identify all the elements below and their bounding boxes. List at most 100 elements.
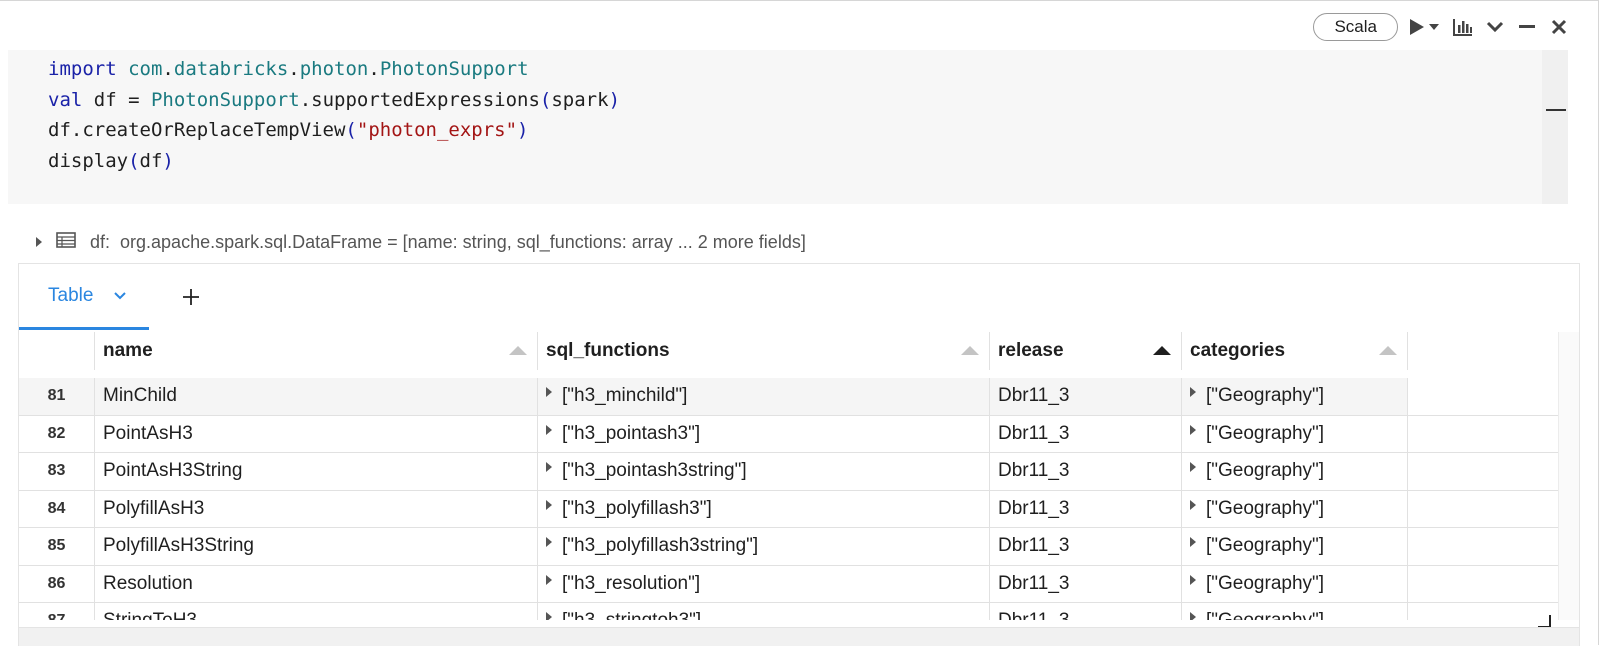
cell-name: Resolution xyxy=(95,565,538,602)
column-header-release[interactable]: release xyxy=(990,332,1182,370)
expand-array-icon[interactable] xyxy=(1190,387,1196,398)
header-filler xyxy=(1408,332,1559,370)
cell-release: Dbr11_3 xyxy=(990,565,1182,602)
row-filler xyxy=(1408,603,1559,620)
cell-release: Dbr11_3 xyxy=(990,603,1182,620)
cell-categories[interactable]: ["Geography"] xyxy=(1182,603,1408,620)
editor-scrollbar[interactable] xyxy=(1542,50,1568,204)
row-index: 82 xyxy=(19,415,95,452)
cell-sql-functions[interactable]: ["h3_stringtoh3"] xyxy=(538,603,990,620)
plus-icon xyxy=(183,289,199,305)
table-row[interactable]: 87StringToH3["h3_stringtoh3"]Dbr11_3["Ge… xyxy=(19,603,1559,620)
cell-categories[interactable]: ["Geography"] xyxy=(1182,565,1408,602)
column-header-categories[interactable]: categories xyxy=(1182,332,1408,370)
horizontal-scrollbar[interactable] xyxy=(19,627,1579,646)
expand-array-icon[interactable] xyxy=(546,462,552,473)
cell-sql-functions[interactable]: ["h3_resolution"] xyxy=(538,565,990,602)
cell-categories[interactable]: ["Geography"] xyxy=(1182,415,1408,452)
sort-icon[interactable] xyxy=(961,346,979,355)
cell-categories[interactable]: ["Geography"] xyxy=(1182,378,1408,415)
dataframe-description: org.apache.spark.sql.DataFrame = [name: … xyxy=(120,231,806,252)
sort-ascending-icon[interactable] xyxy=(1153,346,1171,355)
expand-array-icon[interactable] xyxy=(1190,612,1196,620)
row-index: 83 xyxy=(19,453,95,490)
code-line[interactable]: display(df) xyxy=(48,149,174,172)
cell-release: Dbr11_3 xyxy=(990,453,1182,490)
chevron-down-icon[interactable] xyxy=(113,285,127,307)
cell-sql-functions[interactable]: ["h3_pointash3string"] xyxy=(538,453,990,490)
cell-toolbar: Scala xyxy=(1313,13,1570,41)
expand-array-icon[interactable] xyxy=(1190,462,1196,473)
cell-name: MinChild xyxy=(95,378,538,415)
row-index: 87 xyxy=(19,603,95,620)
row-index: 81 xyxy=(19,378,95,415)
cell-release: Dbr11_3 xyxy=(990,490,1182,527)
tab-table[interactable]: Table xyxy=(19,264,149,330)
row-filler xyxy=(1408,565,1559,602)
row-index: 86 xyxy=(19,565,95,602)
cell-sql-functions[interactable]: ["h3_pointash3"] xyxy=(538,415,990,452)
run-icon[interactable] xyxy=(1408,16,1442,38)
cell-categories[interactable]: ["Geography"] xyxy=(1182,490,1408,527)
vertical-scrollbar[interactable] xyxy=(1558,332,1579,620)
row-index: 84 xyxy=(19,490,95,527)
cell-categories[interactable]: ["Geography"] xyxy=(1182,453,1408,490)
column-header-sql-functions[interactable]: sql_functions xyxy=(538,332,990,370)
expand-array-icon[interactable] xyxy=(546,387,552,398)
expand-array-icon[interactable] xyxy=(546,424,552,435)
expand-array-icon[interactable] xyxy=(546,574,552,585)
expand-array-icon[interactable] xyxy=(546,612,552,620)
cell-sql-functions[interactable]: ["h3_polyfillash3"] xyxy=(538,490,990,527)
expand-array-icon[interactable] xyxy=(1190,499,1196,510)
row-filler xyxy=(1408,528,1559,565)
sort-icon[interactable] xyxy=(509,346,527,355)
cell-sql-functions[interactable]: ["h3_minchild"] xyxy=(538,378,990,415)
results-table: name sql_functions release categories xyxy=(19,332,1559,620)
row-filler xyxy=(1408,415,1559,452)
sort-icon[interactable] xyxy=(1379,346,1397,355)
cell-name: PointAsH3String xyxy=(95,453,538,490)
dataframe-schema: df: org.apache.spark.sql.DataFrame = [na… xyxy=(36,229,806,255)
tab-table-label: Table xyxy=(48,284,94,306)
expand-array-icon[interactable] xyxy=(1190,537,1196,548)
code-line[interactable]: df.createOrReplaceTempView("photon_exprs… xyxy=(48,119,529,141)
results-panel: Table name sql_functions xyxy=(18,263,1580,646)
expand-schema-icon[interactable] xyxy=(36,237,42,247)
cell-name: PolyfillAsH3String xyxy=(95,528,538,565)
code-text[interactable]: import com.databricks.photon.PhotonSuppo… xyxy=(48,54,620,176)
cell-name: StringToH3 xyxy=(95,603,538,620)
cell-sql-functions[interactable]: ["h3_polyfillash3string"] xyxy=(538,528,990,565)
chart-icon[interactable] xyxy=(1452,16,1474,38)
code-line[interactable]: val df = PhotonSupport.supportedExpressi… xyxy=(48,88,621,111)
column-header-name[interactable]: name xyxy=(95,332,538,370)
cell-release: Dbr11_3 xyxy=(990,378,1182,415)
close-icon[interactable] xyxy=(1548,16,1570,38)
add-visualization-button[interactable] xyxy=(179,285,203,309)
expand-array-icon[interactable] xyxy=(546,537,552,548)
minimize-icon[interactable] xyxy=(1516,16,1538,38)
row-filler xyxy=(1408,378,1559,415)
expand-array-icon[interactable] xyxy=(1190,574,1196,585)
table-header: name sql_functions release categories xyxy=(19,332,1559,371)
collapse-chevron-icon[interactable] xyxy=(1484,16,1506,38)
expand-array-icon[interactable] xyxy=(1190,424,1196,435)
language-selector[interactable]: Scala xyxy=(1313,13,1398,41)
cell-release: Dbr11_3 xyxy=(990,528,1182,565)
dataframe-name: df: xyxy=(90,231,111,252)
code-editor[interactable]: import com.databricks.photon.PhotonSuppo… xyxy=(8,50,1568,204)
expand-array-icon[interactable] xyxy=(546,499,552,510)
row-index: 85 xyxy=(19,528,95,565)
code-line[interactable]: import com.databricks.photon.PhotonSuppo… xyxy=(48,58,529,80)
row-filler xyxy=(1408,490,1559,527)
cell-categories[interactable]: ["Geography"] xyxy=(1182,528,1408,565)
row-filler xyxy=(1408,453,1559,490)
resize-handle-icon[interactable] xyxy=(1537,614,1551,628)
cell-name: PolyfillAsH3 xyxy=(95,490,538,527)
